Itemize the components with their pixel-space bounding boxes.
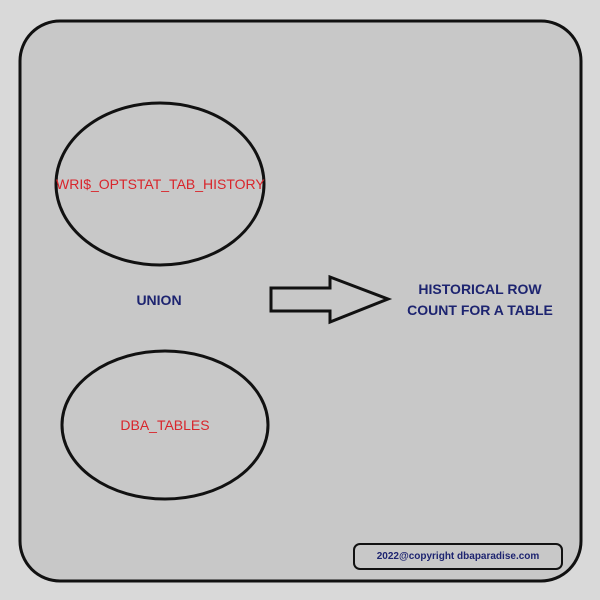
diagram-panel [18, 19, 583, 583]
copyright-text: 2022@copyright dbaparadise.com [376, 551, 540, 562]
source-table-wri-optstat-tab-history: WRI$_OPTSTAT_TAB_HISTORY [56, 176, 265, 192]
union-operator-label: UNION [136, 292, 182, 308]
bottom-source-ellipse [60, 349, 270, 501]
copyright-box: 2022@copyright dbaparadise.com [353, 543, 563, 570]
top-source-ellipse [54, 101, 266, 267]
right-arrow-icon [269, 274, 393, 325]
source-table-dba-tables: DBA_TABLES [120, 417, 210, 433]
result-label: HISTORICAL ROW COUNT FOR A TABLE [407, 281, 553, 318]
